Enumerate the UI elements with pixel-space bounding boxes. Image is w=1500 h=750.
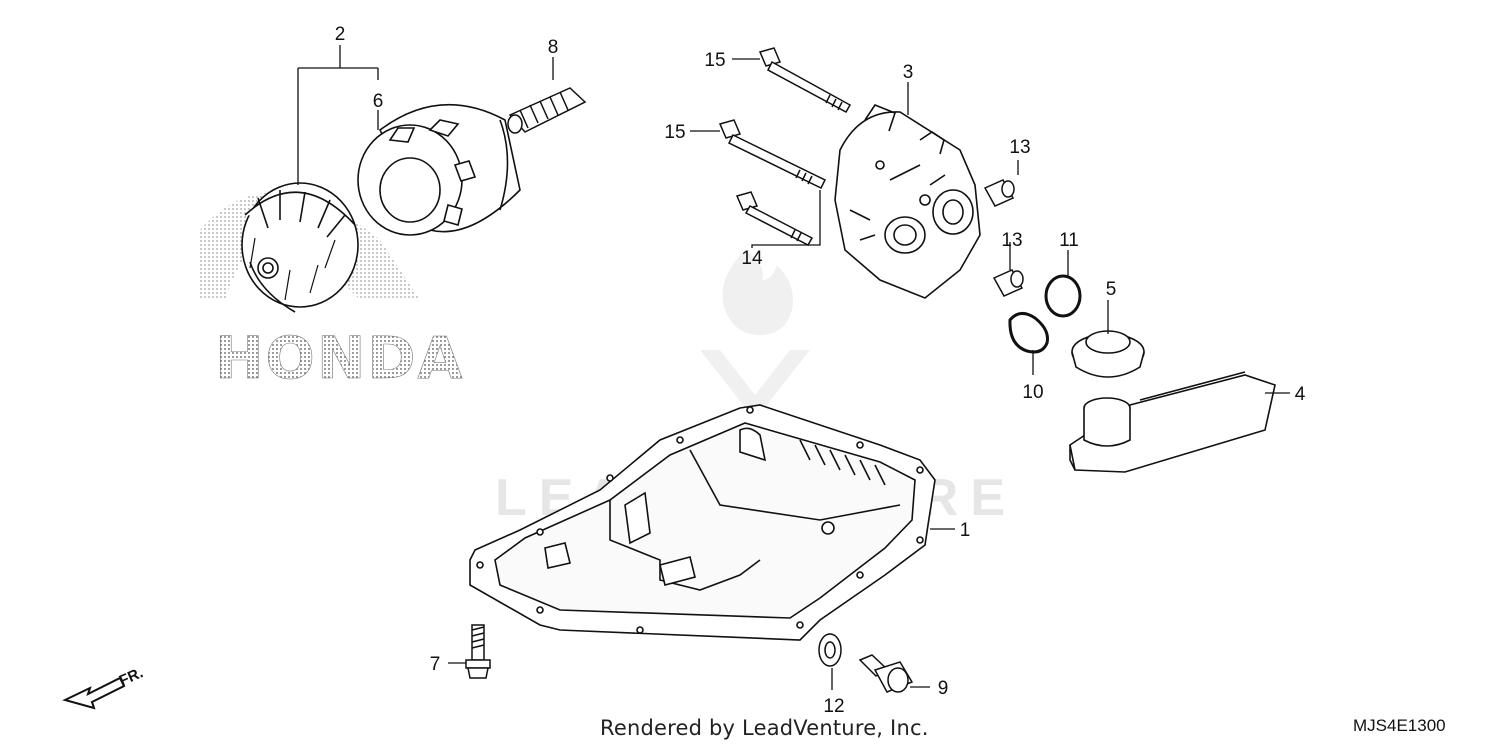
callout-7: 7 xyxy=(430,654,441,675)
callout-10: 10 xyxy=(1022,382,1043,403)
diagram-code: MJS4E1300 xyxy=(1353,716,1446,735)
washer-part-12 xyxy=(818,633,842,667)
front-arrow-icon xyxy=(62,676,126,710)
bolt-part-15-lower xyxy=(718,119,827,190)
callout-6: 6 xyxy=(373,91,384,112)
bolt-part-15-upper xyxy=(758,47,852,114)
collar-part-5 xyxy=(1071,330,1145,378)
callout-12: 12 xyxy=(823,696,844,717)
callout-13-upper: 13 xyxy=(1009,137,1030,158)
bolt-part-7 xyxy=(465,624,491,679)
callout-8: 8 xyxy=(548,37,559,58)
front-label: FR. xyxy=(117,664,146,689)
honda-logo-text: HONDA xyxy=(215,324,464,392)
seal-part-10 xyxy=(1008,312,1049,354)
oil-pump-part-3 xyxy=(834,104,981,299)
oil-pan-part-1 xyxy=(469,404,936,641)
callout-labels: 2 6 8 15 15 3 14 13 13 11 5 10 4 1 7 12 … xyxy=(335,24,1306,717)
front-direction-indicator: FR. xyxy=(62,664,146,710)
stud-part-8 xyxy=(507,87,587,134)
callout-5: 5 xyxy=(1106,279,1117,300)
drain-bolt-part-9 xyxy=(858,654,914,693)
callout-14: 14 xyxy=(741,248,763,269)
leader-lines xyxy=(297,45,1290,690)
callout-13-lower: 13 xyxy=(1001,230,1022,251)
footer-credit: Rendered by LeadVenture, Inc. xyxy=(600,716,929,740)
callout-2: 2 xyxy=(335,24,346,45)
callout-4: 4 xyxy=(1295,384,1306,405)
strainer-part-4 xyxy=(1069,371,1276,473)
callout-9: 9 xyxy=(938,678,949,699)
o-ring-part-11 xyxy=(1044,274,1082,318)
dowel-part-13-upper xyxy=(983,179,1015,207)
oil-filter-part-2 xyxy=(241,182,359,313)
dowel-part-13-lower xyxy=(992,269,1024,297)
callout-1: 1 xyxy=(960,520,971,541)
callout-11: 11 xyxy=(1059,230,1079,251)
callout-15-lower: 15 xyxy=(664,122,685,143)
bolt-part-14 xyxy=(735,191,814,246)
callout-3: 3 xyxy=(903,62,914,83)
oil-filter-part-6 xyxy=(357,103,521,236)
callout-15-upper: 15 xyxy=(704,50,725,71)
